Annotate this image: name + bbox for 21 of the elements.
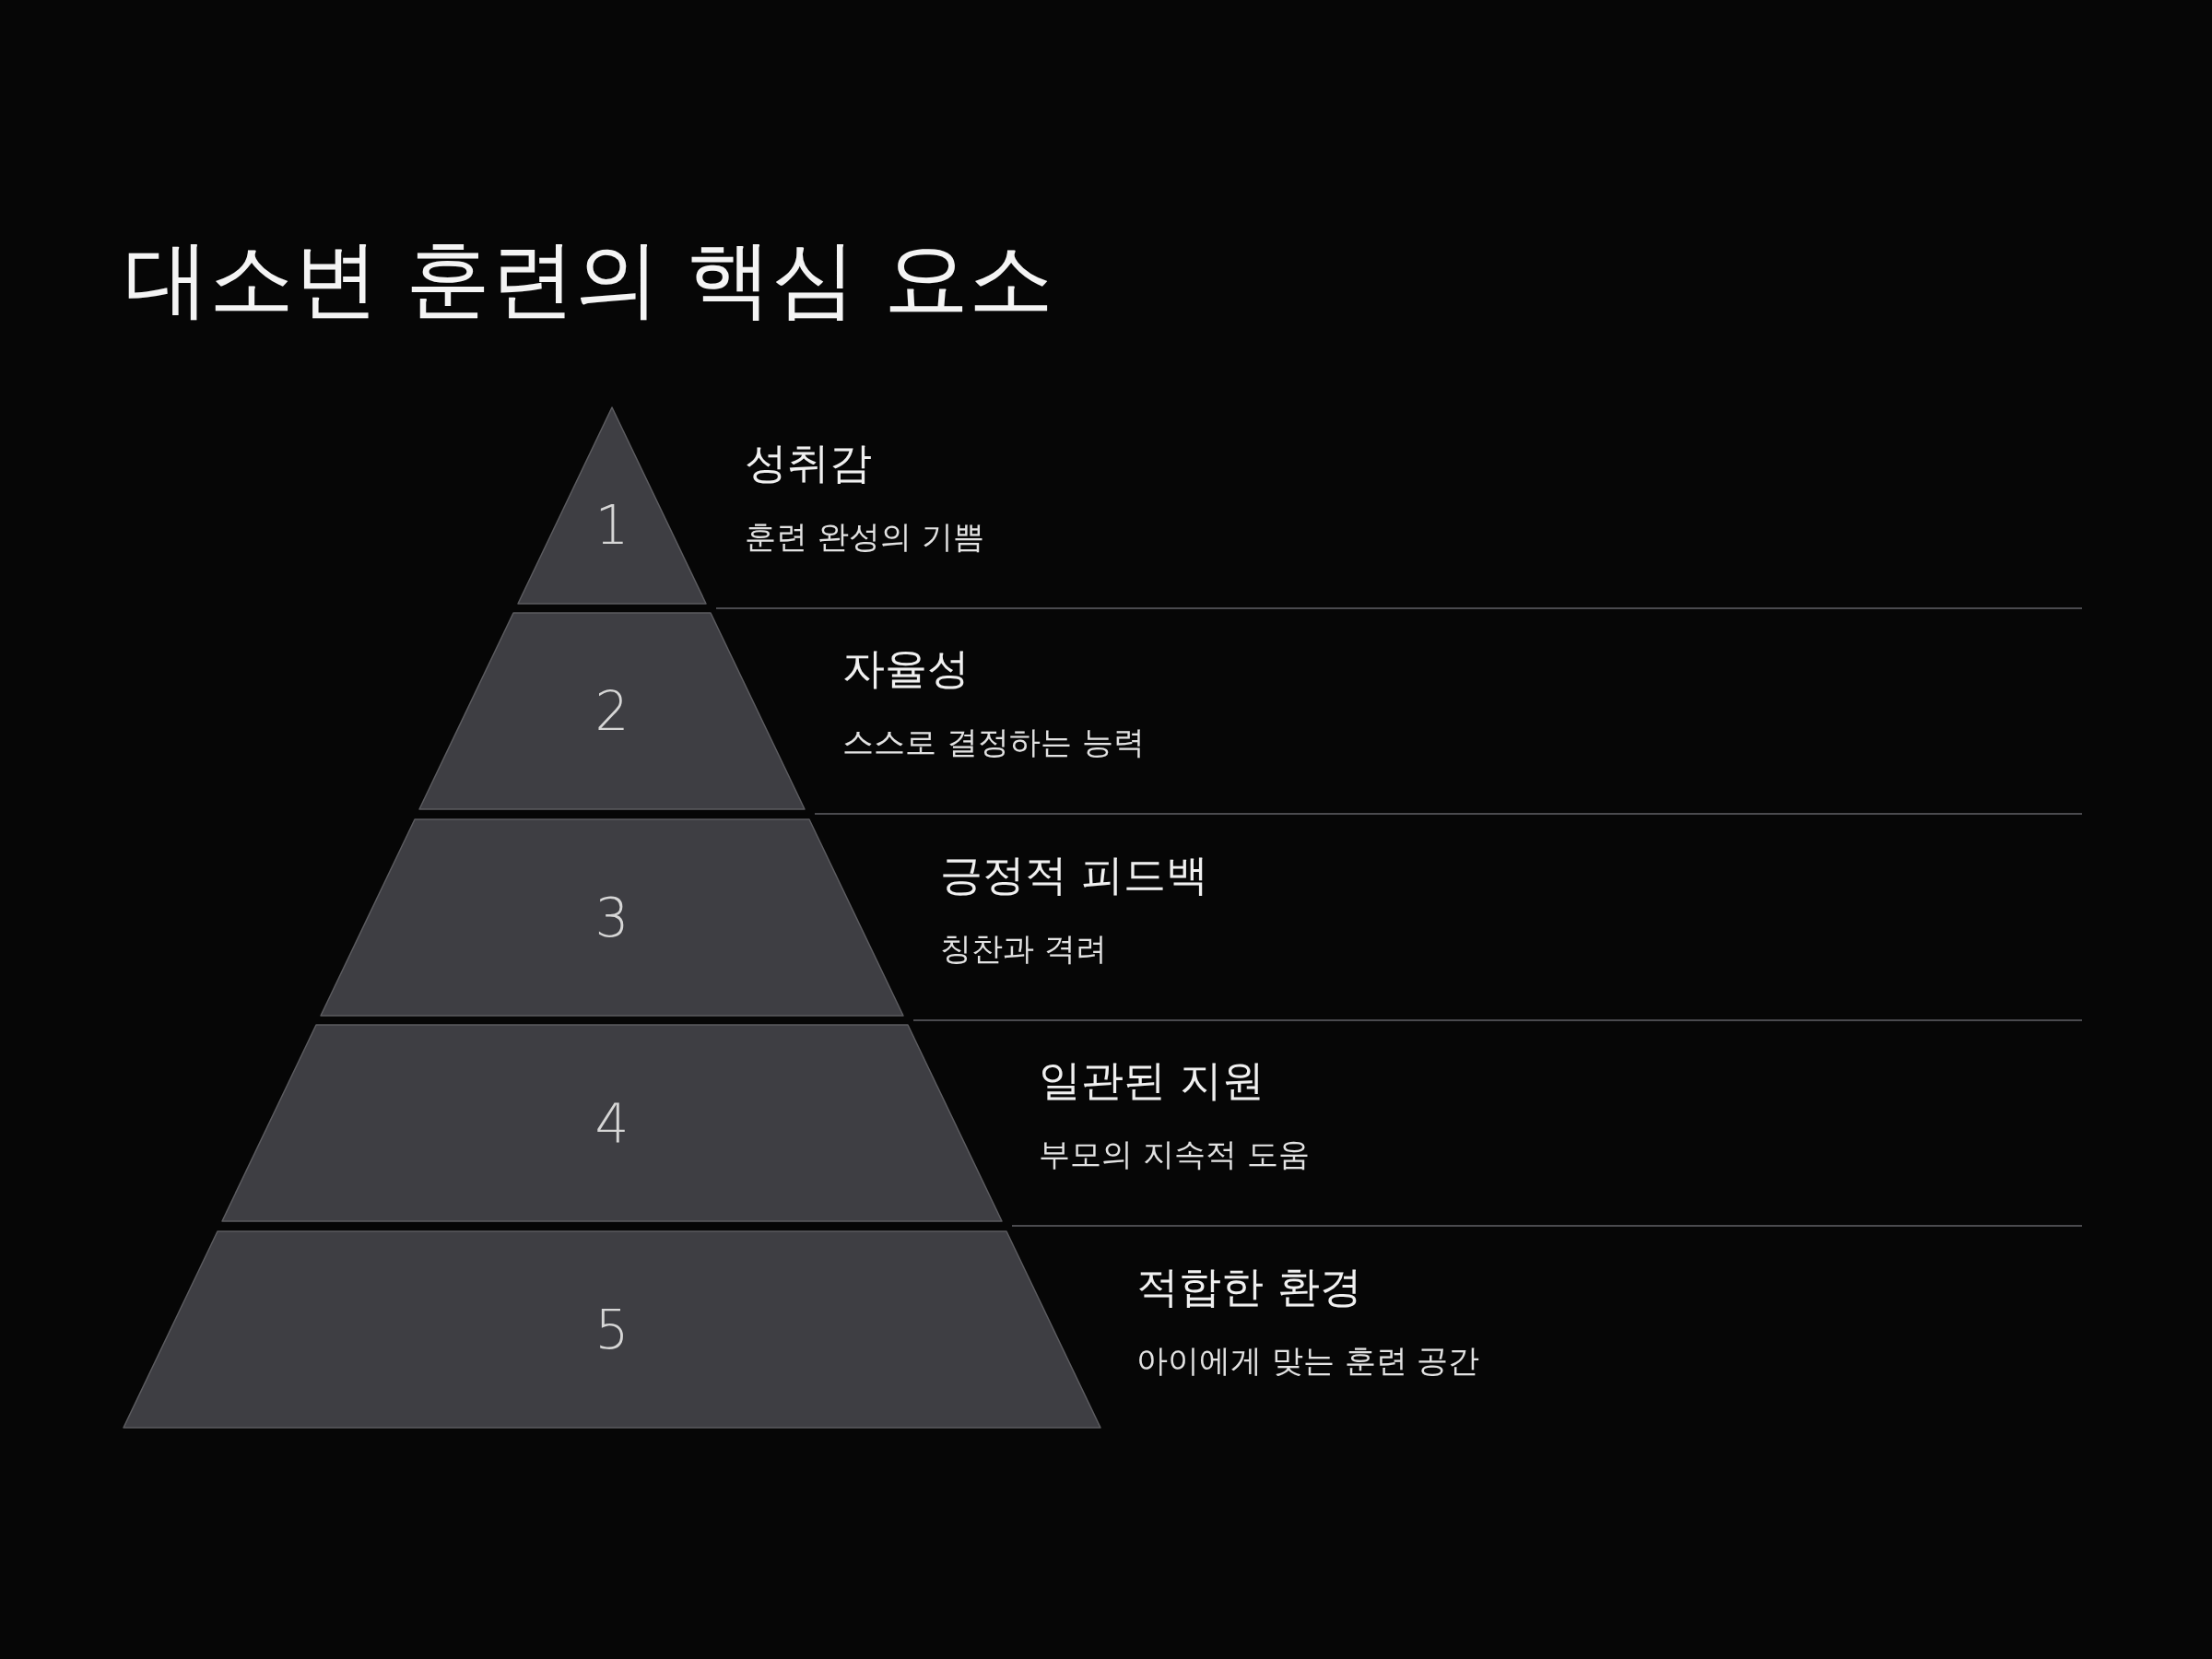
pyramid-level [123,1230,1101,1429]
pyramid-level [320,818,904,1017]
level-number: 1 [594,494,629,557]
level-description: 훈련 완성의 기쁨 [745,518,984,556]
level-heading: 적합한 환경 [1136,1262,1362,1313]
level-description: 칭찬과 격려 [940,930,1107,968]
level-number: 2 [594,680,629,742]
level-description: 아이에게 맞는 훈련 공간 [1136,1342,1480,1380]
level-heading: 자율성 [842,643,970,695]
pyramid-level [418,612,806,810]
level-description: 부모의 지속적 도움 [1039,1135,1310,1173]
title: 대소변 훈련의 핵심 요소 [124,229,1053,330]
level-number: 4 [594,1092,629,1154]
pyramid-level [221,1024,1003,1222]
pyramid-level [517,406,707,605]
level-heading: 일관된 지원 [1039,1055,1265,1107]
level-heading: 성취감 [745,438,872,489]
level-number: 5 [594,1299,629,1360]
level-heading: 긍정적 피드백 [940,850,1208,901]
level-description: 스스로 결정하는 능력 [842,724,1145,761]
level-number: 3 [594,887,629,948]
